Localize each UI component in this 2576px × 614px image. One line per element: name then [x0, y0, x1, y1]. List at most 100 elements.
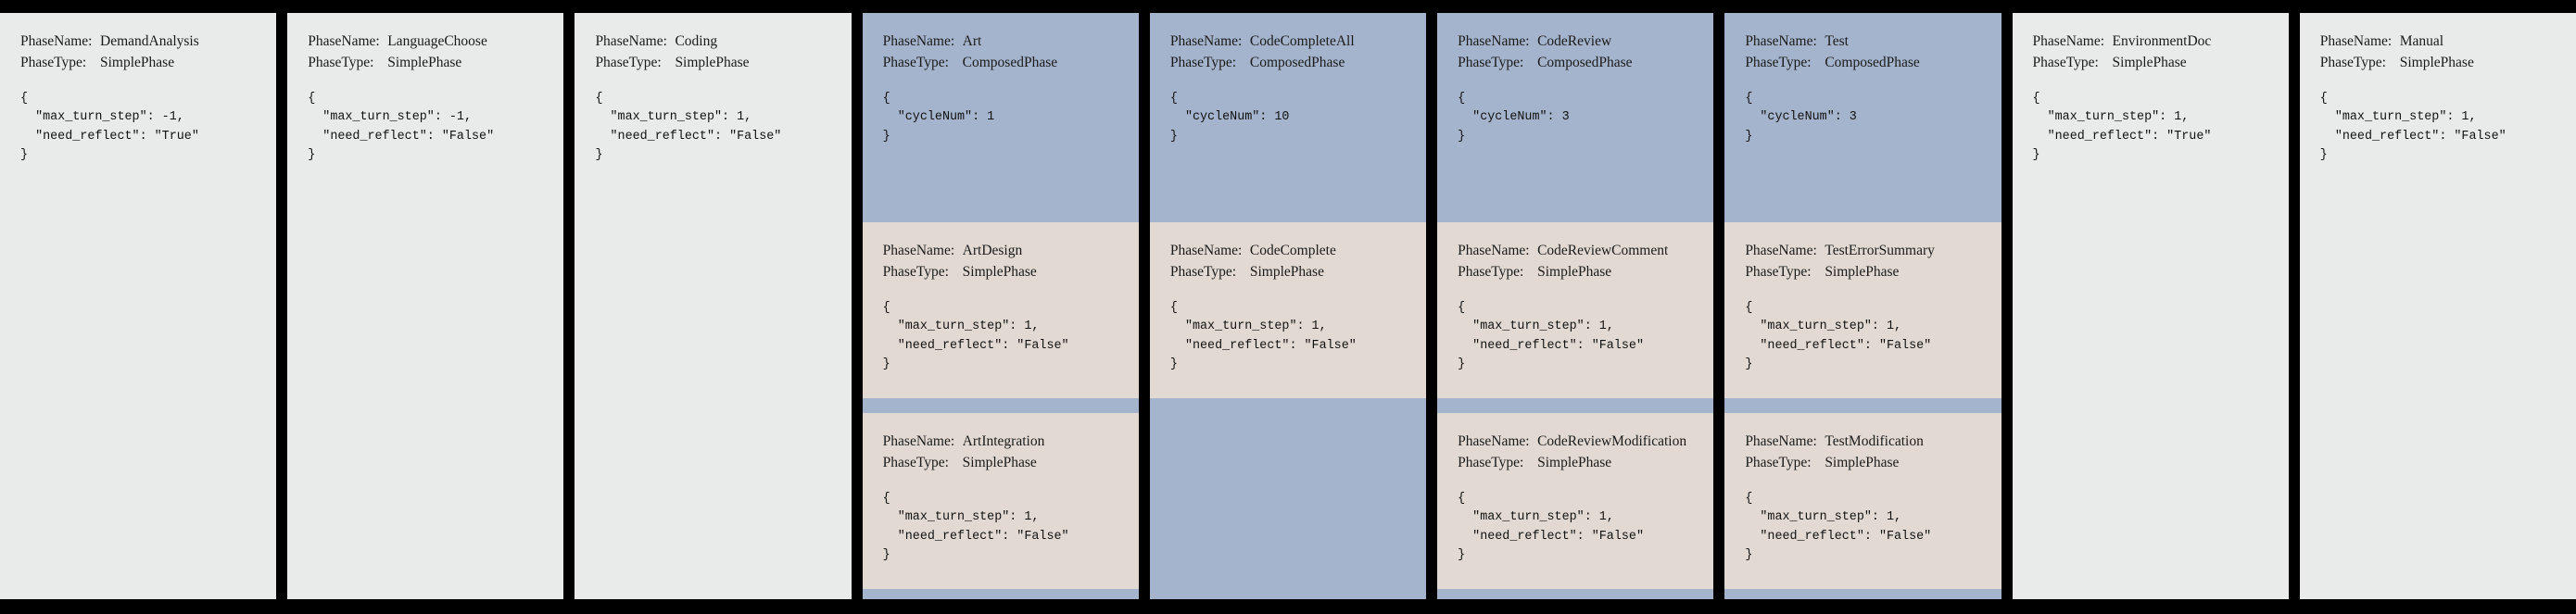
phase-config-json: { "max_turn_step": 1, "need_reflect": "F… — [1458, 491, 1644, 562]
phase-name-key: PhaseName: — [1745, 433, 1817, 449]
phase-type-row: PhaseType:SimplePhase — [1170, 262, 1406, 283]
phase-type-key: PhaseType: — [882, 263, 949, 280]
phase-type-value: SimplePhase — [2399, 54, 2474, 70]
phase-name-value: ArtDesign — [962, 243, 1023, 258]
phase-type-key: PhaseType: — [1169, 54, 1237, 70]
phase-type-value: SimplePhase — [1825, 454, 1900, 470]
phase-type-value: SimplePhase — [1537, 454, 1612, 470]
phase-type-row: PhaseType: SimplePhase — [1745, 453, 1980, 474]
phase-type-row: PhaseType:SimplePhase — [308, 53, 543, 74]
phase-name-row: PhaseName: EnvironmentDoc — [2033, 31, 2268, 53]
phase-name-key: PhaseName: — [1745, 33, 1817, 49]
phase-name-row: PhaseName:ArtIntegration — [883, 432, 1118, 453]
composed-phase-filler — [1437, 589, 1714, 599]
phase-name-row: PhaseName:CodeReview — [1458, 31, 1693, 53]
phase-name-value: ArtIntegration — [962, 433, 1045, 449]
phase-type-value: ComposedPhase — [962, 54, 1058, 70]
phase-name-key: PhaseName: — [308, 33, 380, 49]
phase-name-value: Coding — [675, 33, 718, 49]
phase-config-json: { "max_turn_step": 1, "need_reflect": "F… — [1745, 300, 1932, 371]
composed-phase-filler — [862, 589, 1139, 599]
composed-phase-filler — [1149, 398, 1427, 599]
phase-name-value: CodeReviewModification — [1537, 433, 1687, 449]
phase-type-value: SimplePhase — [1537, 263, 1612, 280]
phase-type-key: PhaseType: — [1458, 263, 1524, 280]
phase-config-json: { "max_turn_step": 1, "need_reflect": "F… — [595, 91, 782, 162]
phase-config-json: { "max_turn_step": 1, "need_reflect": "F… — [2319, 91, 2507, 162]
composed-phase-filler — [1724, 589, 2001, 599]
phase-name-row: PhaseName: CodeReviewComment — [1458, 241, 1693, 262]
phase-type-row: PhaseType: ComposedPhase — [1745, 53, 1980, 74]
phase-config-json: { "cycleNum": 10 } — [1169, 91, 1290, 144]
phase-type-key: PhaseType: — [882, 54, 949, 70]
phase-type-value: ComposedPhase — [1249, 54, 1345, 70]
phase-name-row: PhaseName: Manual — [2320, 31, 2556, 53]
phase-type-value: SimplePhase — [1825, 263, 1900, 280]
phase-name-value: Art — [962, 33, 982, 49]
phase-config-json: { "max_turn_step": 1, "need_reflect": "F… — [1169, 300, 1357, 371]
phase-type-key: PhaseType: — [1169, 263, 1237, 280]
phase-type-row: PhaseType: SimplePhase — [2320, 53, 2556, 74]
phase-type-row: PhaseType:SimplePhase — [1458, 453, 1693, 474]
phase-name-key: PhaseName: — [1745, 243, 1817, 258]
subphase-divider — [1437, 398, 1714, 413]
phase-type-row: PhaseType:SimplePhase — [883, 262, 1118, 283]
phase-name-value: Manual — [2399, 33, 2444, 49]
phase-type-value: SimplePhase — [962, 454, 1037, 470]
phase-name-value: EnvironmentDoc — [2112, 33, 2212, 49]
subphase-divider — [862, 398, 1139, 413]
phase-name-value: CodeReviewComment — [1537, 243, 1669, 258]
phase-name-value: TestErrorSummary — [1825, 243, 1935, 258]
phase-type-key: PhaseType: — [2032, 54, 2099, 70]
phase-name-key: PhaseName: — [595, 33, 667, 49]
phase-type-key: PhaseType: — [1745, 454, 1812, 470]
phase-name-key: PhaseName: — [2032, 33, 2105, 49]
phase-type-row: PhaseType:SimplePhase — [20, 53, 256, 74]
phase-name-value: TestModification — [1825, 433, 1924, 449]
phase-name-row: PhaseName:Art — [883, 31, 1118, 53]
phase-type-row: PhaseType: ComposedPhase — [1458, 53, 1693, 74]
phase-type-row: PhaseType: ComposedPhase — [883, 53, 1118, 74]
phase-name-row: PhaseName: TestErrorSummary — [1745, 241, 1980, 262]
phase-type-value: ComposedPhase — [1825, 54, 1920, 70]
phase-config-json: { "max_turn_step": 1, "need_reflect": "T… — [2032, 91, 2212, 162]
phase-type-key: PhaseType: — [1745, 54, 1812, 70]
phase-name-key: PhaseName: — [882, 243, 955, 258]
phase-type-value: ComposedPhase — [1537, 54, 1633, 70]
phase-type-key: PhaseType: — [2319, 54, 2386, 70]
phase-config-json: { "cycleNum": 1 } — [882, 91, 995, 144]
phase-type-value: SimplePhase — [387, 54, 462, 70]
phase-name-key: PhaseName: — [1169, 243, 1243, 258]
phase-name-row: PhaseName: Coding — [595, 31, 830, 53]
phase-type-row: PhaseType: SimplePhase — [2033, 53, 2268, 74]
phase-type-value: SimplePhase — [2112, 54, 2187, 70]
phase-type-row: PhaseType: SimplePhase — [883, 453, 1118, 474]
phase-type-key: PhaseType: — [882, 454, 949, 470]
phase-type-row: PhaseType: SimplePhase — [1458, 262, 1693, 283]
phase-name-row: PhaseName:DemandAnalysis — [20, 31, 256, 53]
phase-type-value: SimplePhase — [675, 54, 750, 70]
phase-type-key: PhaseType: — [1458, 54, 1524, 70]
phase-name-key: PhaseName: — [1458, 33, 1530, 49]
phase-name-key: PhaseName: — [2319, 33, 2393, 49]
phase-name-key: PhaseName: — [1458, 243, 1530, 258]
phase-config-json: { "max_turn_step": 1, "need_reflect": "F… — [882, 300, 1069, 371]
phase-config-json: { "cycleNum": 3 } — [1458, 91, 1570, 144]
